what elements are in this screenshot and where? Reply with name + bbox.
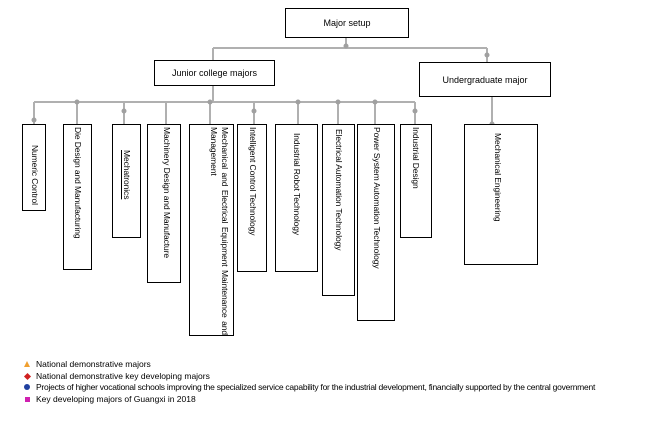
- dot-icon: [22, 382, 32, 394]
- major-die-design: Die Design and Manufacturing: [63, 124, 92, 270]
- major-label: Die Design and Manufacturing: [73, 127, 83, 239]
- major-machinery-design: Machinery Design and Manufacture: [147, 124, 181, 283]
- major-intelligent-control: Intelligent Control Technology: [237, 124, 267, 272]
- major-label: Mechanical Engineering: [493, 133, 503, 222]
- junior-college-label: Junior college majors: [171, 68, 258, 78]
- major-label: Intelligent Control Technology: [248, 127, 258, 236]
- major-mech-elec-equipment: Mechanical and Electrical Equipment Main…: [189, 124, 234, 336]
- undergraduate-label: Undergraduate major: [442, 74, 528, 85]
- major-mechanical-engineering: Mechanical Engineering: [464, 124, 538, 265]
- major-label: Machinery Design and Manufacture: [162, 127, 172, 258]
- legend-label: Projects of higher vocational schools im…: [36, 382, 596, 392]
- major-mechatronics: Mechatronics: [112, 124, 141, 238]
- major-power-system: Power System Automation Technology: [357, 124, 395, 321]
- major-electrical-automation: Electrical Automation Technology: [322, 124, 355, 296]
- legend-item-guangxi-key: Key developing majors of Guangxi in 2018: [22, 394, 595, 406]
- legend-label: National demonstrative majors: [36, 359, 151, 369]
- major-industrial-design: Industrial Design: [400, 124, 432, 238]
- root-node: Major setup: [285, 8, 409, 38]
- major-industrial-robot: Industrial Robot Technology: [275, 124, 318, 272]
- diamond-icon: [22, 371, 32, 383]
- square-icon: [22, 394, 32, 406]
- major-label: Power System Automation Technology: [372, 127, 382, 269]
- major-label: Industrial Design: [411, 127, 421, 189]
- major-label: Mechanical and Electrical Equipment Main…: [209, 127, 230, 335]
- legend-label: Key developing majors of Guangxi in 2018: [36, 393, 196, 404]
- legend-item-central-government-projects: Projects of higher vocational schools im…: [22, 382, 595, 394]
- legend: National demonstrative majors National d…: [22, 359, 595, 405]
- legend-item-national-demonstrative: National demonstrative majors: [22, 359, 595, 371]
- major-label: Industrial Robot Technology: [292, 133, 302, 236]
- root-node-label: Major setup: [323, 18, 371, 28]
- major-label: Electrical Automation Technology: [334, 129, 344, 251]
- triangle-icon: [22, 359, 32, 371]
- legend-item-key-developing: National demonstrative key developing ma…: [22, 371, 595, 383]
- legend-label: National demonstrative key developing ma…: [36, 370, 210, 381]
- major-numeric-control: Numeric Control: [22, 124, 46, 211]
- junior-college-node: Junior college majors: [154, 60, 275, 86]
- major-label: Mechatronics: [122, 150, 132, 200]
- undergraduate-node: Undergraduate major: [419, 62, 551, 97]
- major-label: Numeric Control: [30, 145, 40, 205]
